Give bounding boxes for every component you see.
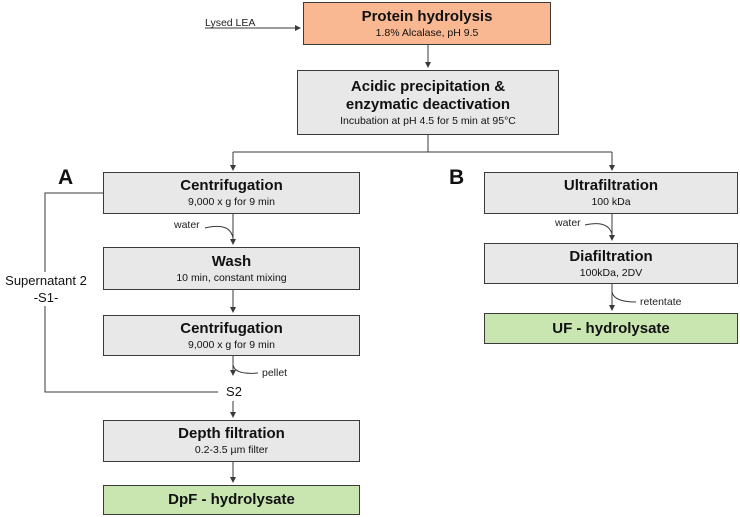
centrifugation-1-box: Centrifugation 9,000 x g for 9 min (103, 172, 360, 214)
ultrafiltration-title: Ultrafiltration (563, 177, 659, 194)
supernatant-label-line1: Supernatant 2 (5, 273, 87, 288)
centrifugation-2-title: Centrifugation (180, 319, 283, 337)
dpf-hydrolysate-title: DpF - hydrolysate (168, 491, 295, 508)
centrifugation-2-subtitle: 9,000 x g for 9 min (188, 338, 275, 351)
depth-filtration-title: Depth filtration (178, 425, 285, 442)
branch-b-label: B (449, 166, 465, 189)
wash-title: Wash (211, 252, 252, 270)
acidic-precipitation-title-line1: Acidic precipitation & (350, 77, 506, 95)
ultrafiltration-subtitle: 100 kDa (591, 196, 631, 208)
supernatant-label: Supernatant 2 -S1- (0, 272, 92, 306)
branch-split-line (233, 135, 612, 153)
depth-filtration-subtitle: 0.2-3.5 µm filter (194, 444, 269, 456)
depth-filtration-box: Depth filtration 0.2-3.5 µm filter (103, 420, 360, 462)
ultrafiltration-box: Ultrafiltration 100 kDa (484, 172, 738, 214)
protein-hydrolysis-title: Protein hydrolysis (361, 7, 493, 25)
water-input-curve-a (204, 225, 234, 239)
centrifugation-2-box: Centrifugation 9,000 x g for 9 min (103, 315, 360, 356)
branch-a-label: A (58, 166, 74, 189)
diafiltration-box: Diafiltration 100kDa, 2DV (484, 243, 738, 284)
pellet-label: pellet (262, 367, 288, 379)
protein-hydrolysis-box: Protein hydrolysis 1.8% Alcalase, pH 9.5 (303, 2, 551, 45)
acidic-precipitation-title-line2: enzymatic deactivation (345, 95, 511, 113)
diafiltration-subtitle: 100kDa, 2DV (579, 266, 643, 279)
wash-subtitle: 10 min, constant mixing (176, 271, 287, 284)
protein-hydrolysis-subtitle: 1.8% Alcalase, pH 9.5 (375, 26, 479, 39)
water-label-b: water (555, 217, 581, 229)
s2-label: S2 (220, 383, 248, 400)
retentate-label: retentate (640, 296, 682, 308)
centrifugation-1-title: Centrifugation (180, 177, 283, 194)
supernatant-label-line2: -S1- (33, 290, 59, 305)
dpf-hydrolysate-box: DpF - hydrolysate (103, 485, 360, 515)
acidic-precipitation-subtitle: Incubation at pH 4.5 for 5 min at 95°C (340, 114, 516, 127)
retentate-output-curve (611, 291, 637, 303)
wash-box: Wash 10 min, constant mixing (103, 247, 360, 290)
uf-hydrolysate-title: UF - hydrolysate (552, 319, 670, 337)
diafiltration-title: Diafiltration (569, 247, 653, 265)
pellet-output-curve (232, 356, 259, 374)
acidic-precipitation-box: Acidic precipitation & enzymatic deactiv… (297, 70, 559, 135)
centrifugation-1-subtitle: 9,000 x g for 9 min (188, 196, 275, 208)
uf-hydrolysate-box: UF - hydrolysate (484, 313, 738, 344)
water-label-a: water (174, 219, 200, 231)
water-input-curve-b (584, 223, 613, 235)
input-label: Lysed LEA (205, 17, 256, 29)
